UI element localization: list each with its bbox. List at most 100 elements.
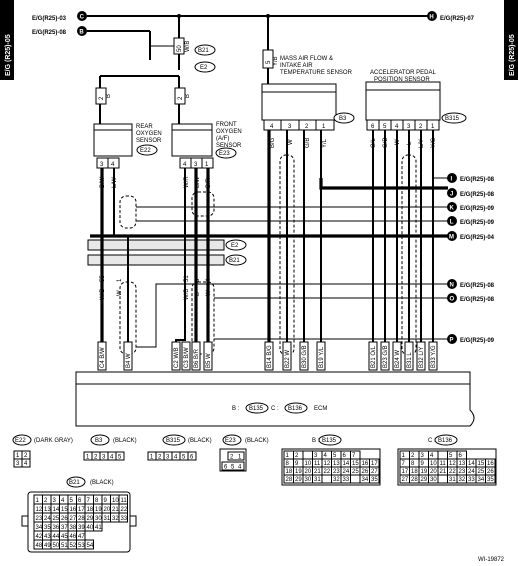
rear-oxygen-sensor[interactable]: REAR OXYGEN SENSOR E22: [93, 123, 162, 157]
pin-number: 26: [487, 469, 494, 475]
pin-number: 14: [468, 461, 475, 467]
pin-number: 13: [44, 507, 51, 513]
connector-i-letter: I: [451, 176, 453, 182]
pin-number: 35: [487, 477, 494, 483]
pin-number: 45: [61, 534, 68, 540]
connector-n-ref: E/G(R25)-08: [460, 283, 495, 289]
front-oxygen-sensor[interactable]: FRONT OXYGEN (A/F) SENSOR E23: [171, 122, 242, 159]
left-side-label-text: E/G (R25)-05: [5, 34, 12, 76]
connector-j[interactable]: J E/G(R25)-08: [447, 188, 495, 198]
pin-number: 12: [449, 461, 456, 467]
accel-pin-block: 6 5 4 3 2 1 O/L G/B W L L/Y Y/G: [366, 119, 440, 148]
ecm-block[interactable]: B : B135 C : B136 ECM: [75, 371, 475, 427]
legend-e23-pin-4: 4: [238, 465, 242, 471]
ecm-pin-5: B5 W: [206, 353, 212, 368]
front-top-color: B: [185, 94, 191, 98]
ecm-pin-box: [299, 341, 309, 371]
accel-code: B315: [445, 116, 460, 122]
ecm-pin-box: [416, 341, 426, 371]
ecm-pin-box: [123, 341, 133, 371]
connector-i[interactable]: I E/G(R25)-08: [447, 173, 495, 183]
pin-number: 2: [295, 453, 299, 459]
ecm-pin-3: C3 B/W: [184, 347, 190, 368]
connector-c[interactable]: E/G(R25)-03 C: [32, 11, 87, 22]
connector-p[interactable]: P E/G(R25)-09: [447, 334, 495, 344]
connector-b[interactable]: E/G(R25)-08 B: [32, 26, 87, 36]
connector-o[interactable]: O E/G(R25)-08: [447, 293, 495, 303]
ecm-pin-8: B30 G/B: [302, 345, 308, 368]
rear-oxygen-name-2: OXYGEN: [136, 131, 162, 137]
badge-b21-top: B21: [194, 44, 216, 56]
maf-top-color: Y/B: [273, 56, 279, 66]
maf-color-0: B/G: [270, 137, 276, 148]
pin-number: 31: [449, 477, 456, 483]
connector-i-ref: E/G(R25)-08: [460, 177, 495, 183]
pin-number: 27: [371, 469, 378, 475]
ecm-pin-box: [203, 341, 213, 371]
rear-top-color: B: [106, 94, 112, 98]
pin-number: 8: [411, 461, 415, 467]
legend-b3: B3 (BLACK) 1 2 3 4 5: [83, 434, 137, 461]
maf-pin-0: 4: [270, 124, 274, 130]
pin-number: 1: [402, 453, 406, 459]
connector-b-ref: E/G(R25)-08: [32, 30, 67, 36]
pin-number: 19: [95, 507, 102, 513]
pin-number: 4: [430, 453, 434, 459]
ecm-pin-box: [428, 341, 438, 371]
ecm-pin-12: B24 W: [395, 350, 401, 368]
pin-number: 25: [352, 469, 359, 475]
top-junction-pin: 50: [177, 45, 183, 52]
maf-name-3: TEMPERATURE SENSOR: [280, 70, 353, 76]
pin-number: 33: [121, 516, 128, 522]
ecm-pin-box: [316, 341, 326, 371]
ecm-pin-box: [282, 341, 292, 371]
accel-pin-4: 2: [419, 124, 423, 130]
legend-e23-code: E23: [225, 438, 236, 444]
ecm-pin-9: B19 Y/L: [319, 346, 325, 368]
pin-number: 18: [286, 469, 293, 475]
front-pin-1: 3: [194, 162, 198, 168]
badge-e2-mid-text: E2: [231, 243, 239, 249]
connector-p-letter: P: [450, 337, 454, 343]
pin-number: 18: [87, 507, 94, 513]
connector-h-letter: H: [429, 14, 433, 20]
pin-number: 29: [295, 477, 302, 483]
pin-number: 47: [78, 534, 85, 540]
pin-number: 16: [362, 461, 369, 467]
connector-h[interactable]: H E/G(R25)-07: [427, 11, 475, 22]
legend-b315-pin-0: 1: [150, 455, 154, 461]
maf-sensor[interactable]: MASS AIR FLOW & INTAKE AIR TEMPERATURE S…: [261, 56, 355, 124]
pin-number: 5: [70, 498, 74, 504]
pin-number: 6: [78, 498, 82, 504]
ecm-label: ECM: [314, 406, 327, 412]
accel-pin-2: 4: [395, 124, 399, 130]
pin-number: 5: [333, 453, 337, 459]
pin-number: 7: [402, 461, 406, 467]
pin-number: 29: [87, 516, 94, 522]
connector-l[interactable]: L E/G(R25)-09: [447, 216, 495, 226]
pin-number: 2: [411, 453, 415, 459]
legend-b21-code: B21: [69, 480, 80, 486]
pin-number: 1: [36, 498, 40, 504]
pin-number: 8: [286, 461, 290, 467]
pin-number: 28: [286, 477, 293, 483]
connector-k[interactable]: K E/G(R25)-09: [447, 202, 495, 212]
accel-sensor[interactable]: ACCELERATOR PEDAL POSITION SENSOR B315: [365, 70, 467, 124]
pin-number: 9: [295, 461, 299, 467]
badge-e2-mid: E2: [225, 239, 247, 251]
connector-j-ref: E/G(R25)-08: [460, 192, 495, 198]
legend-b3-pin-3: 4: [110, 455, 114, 461]
pin-number: 20: [305, 469, 312, 475]
pin-number: 52: [70, 543, 77, 549]
mid-front-color-1: B: [195, 292, 201, 296]
pin-number: 6: [459, 453, 463, 459]
connector-n[interactable]: N E/G(R25)-08: [447, 279, 495, 289]
legend-b315: B315 (BLACK) 1 2 3 4 5 6: [147, 434, 212, 461]
connector-m[interactable]: M E/G(R25)-04: [447, 231, 495, 241]
pin-number: 22: [121, 507, 128, 513]
pin-number: 25: [53, 516, 60, 522]
pin-cell: [118, 512, 128, 523]
connector-c-ref: E/G(R25)-03: [32, 16, 67, 22]
footer-code: WI-19872: [478, 557, 505, 563]
maf-pin-2: 2: [305, 124, 309, 130]
